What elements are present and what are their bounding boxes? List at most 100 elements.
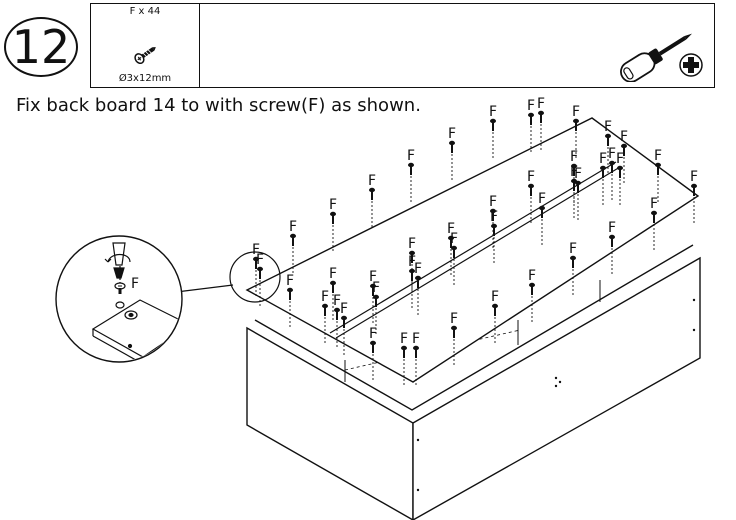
screw-shank [653,215,655,223]
screw-marker: F [329,266,337,293]
screw-marker: F [448,126,456,153]
screw-shank [415,350,417,358]
screw-label: F [333,293,341,309]
detail-callout: F [55,235,281,363]
screw-shank [410,167,412,175]
screw-label: F [289,219,297,235]
screw-icon [373,294,379,300]
screw-shank [450,240,452,248]
screw-marker: F [368,173,376,200]
screw-icon [287,287,293,293]
screw-icon [341,315,347,321]
screw-shank [372,288,374,296]
screw-marker: F [252,242,260,269]
screw-icon [605,133,611,139]
screw-label: F [650,196,658,212]
screw-icon [617,165,623,171]
screw-marker: F [604,119,612,146]
screw-marker: F [489,104,497,131]
screw-icon [334,307,340,313]
screw-icon [491,223,497,229]
screw-label: F [412,331,420,347]
back-board-seam [329,161,617,334]
screw-marker: F [408,254,416,281]
screw-label: F [329,197,337,213]
back-board-outline [245,117,700,383]
screw-label: F [538,191,546,207]
screw-shank [371,192,373,200]
screw-label: F [570,149,578,165]
screw-label: F [537,96,545,112]
screw-label: F [407,148,415,164]
detail-board [91,299,181,358]
instruction-text: Fix back board 14 to with screw(F) as sh… [16,95,421,116]
screw-shank [403,350,405,358]
cabinet-left-side [246,326,414,520]
screw-icon [539,205,545,211]
cabinet-rim [254,244,694,411]
screw-shank [611,165,613,173]
screw-marker: F [372,280,380,307]
screw-shank [343,320,345,328]
screw-shank [492,123,494,131]
screw-marker: F [616,151,624,178]
screw-icon [401,345,407,351]
screw-label: F [620,129,628,145]
screw-label: F [654,148,662,164]
screw-label: F [570,164,578,180]
screw-guide-lines [255,124,695,385]
screw-icon [528,112,534,118]
screw-icon [448,235,454,241]
screw-shank [575,123,577,131]
screw-icon [290,233,296,239]
screw-label: F [414,261,422,277]
screw-shank [693,188,695,196]
detail-screw-label: F [131,276,139,292]
screw-label: F [690,169,698,185]
screw-marker: F [570,164,578,191]
phillips-screwdriver-icon [620,33,703,82]
screw-label: F [447,221,455,237]
screw-shank [411,255,413,263]
screw-icon [571,163,577,169]
screw-shank [292,238,294,246]
screw-marker: F [340,301,348,328]
screw-shank [611,239,613,247]
screw-shank [492,213,494,221]
screw-label: F [321,289,329,305]
screw-shank [493,228,495,236]
screw-label: F [408,254,416,270]
screw-shank [494,308,496,316]
screw-label: F [491,289,499,305]
screw-label: F [528,268,536,284]
screw-label: F [329,266,337,282]
screw-icon [621,143,627,149]
cabinet-body [246,244,701,520]
screw-marker: F [538,191,546,218]
screw-icon [490,208,496,214]
screw-shank [411,273,413,281]
screw-label: F [400,331,408,347]
screw-icon [408,162,414,168]
screw-marker: F [407,148,415,175]
screw-icon [691,183,697,189]
screw-shank [417,280,419,288]
screw-icon [609,160,615,166]
screw-label: F [604,119,612,135]
screw-shank [332,216,334,224]
screw-icon [538,110,544,116]
screw-label: F [252,242,260,258]
screw-label: F [599,151,607,167]
screw-icon [409,250,415,256]
screw-marker: F [654,148,662,175]
screw-icon [257,266,263,272]
screw-shank [530,188,532,196]
screw-label: F [490,209,498,225]
detail-screwdriver-icon [104,242,131,279]
cabinet-front-panel [412,256,701,520]
screw-marker: F [450,231,458,258]
screw-label: F [340,301,348,317]
screw-marker: F [329,197,337,224]
screw-shank [530,117,532,125]
